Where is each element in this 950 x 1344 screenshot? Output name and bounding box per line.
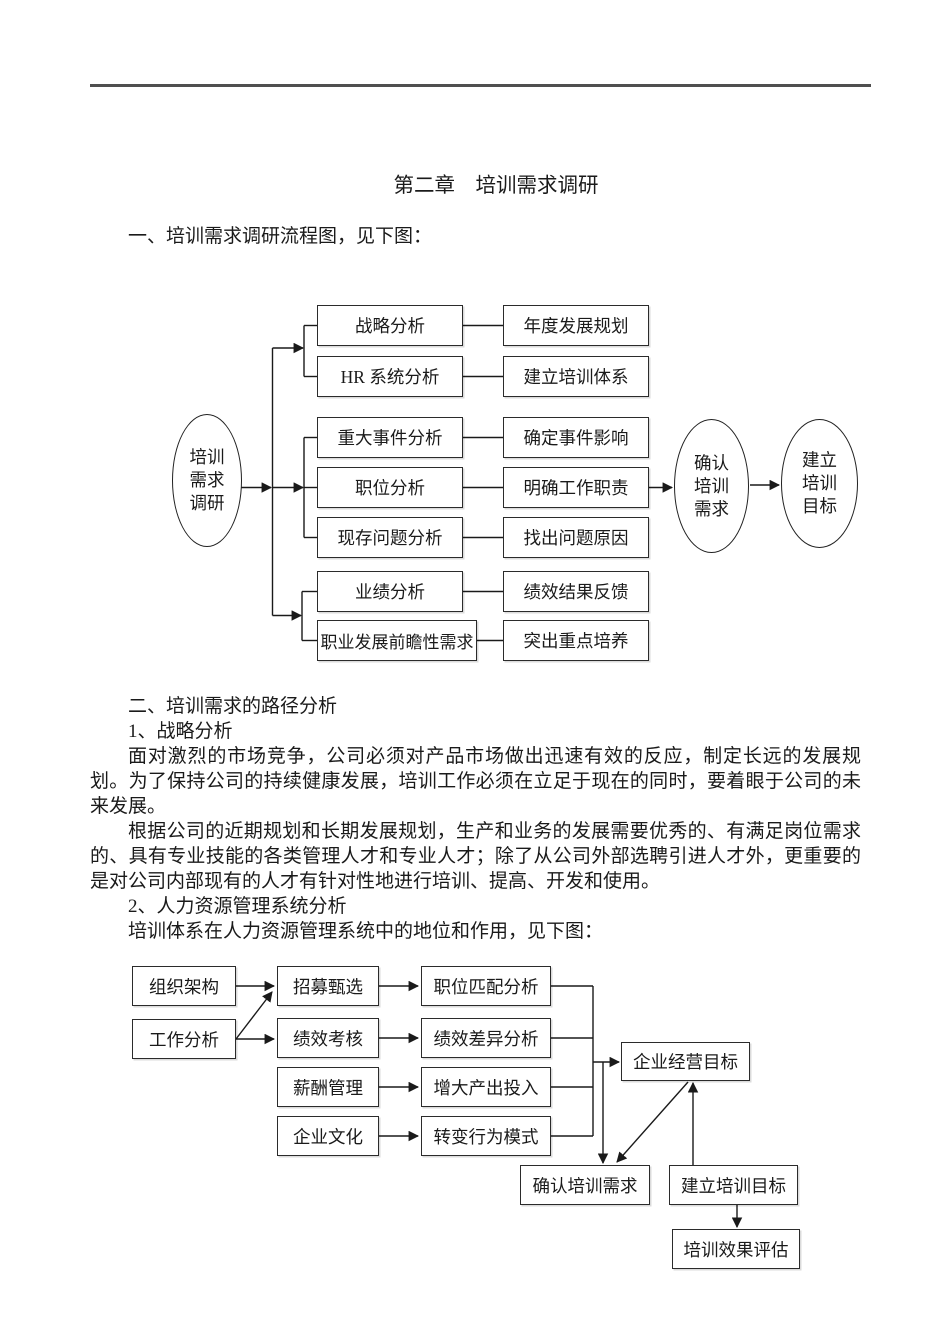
process-box-performance-review: 绩效考核 — [277, 1018, 379, 1058]
ellipse-line: 培训 — [694, 475, 729, 496]
source-ellipse-training-needs-survey: 培训 需求 调研 — [172, 414, 242, 547]
sub2-heading: 2、人力资源管理系统分析 — [128, 896, 347, 917]
section2-heading: 二、培训需求的路径分析 — [128, 696, 338, 717]
outcome-box-position-match: 职位匹配分析 — [421, 966, 551, 1006]
process-box-compensation: 薪酬管理 — [277, 1067, 379, 1107]
ellipse-line: 目标 — [802, 496, 837, 516]
page-title: 第二章 培训需求调研 — [393, 175, 599, 197]
box-set-training-objectives: 建立培训目标 — [669, 1165, 798, 1205]
outcome-ellipse-set-objectives: 建立 培训 目标 — [781, 419, 858, 548]
result-box-training-system: 建立培训体系 — [503, 356, 649, 397]
process-box-recruitment: 招募甄选 — [277, 966, 379, 1006]
ellipse-line: 调研 — [189, 493, 225, 513]
analysis-box-strategy: 战略分析 — [317, 305, 463, 346]
outcome-box-performance-gap: 绩效差异分析 — [421, 1018, 551, 1058]
result-box-performance-feedback: 绩效结果反馈 — [503, 571, 649, 612]
flowchart1-lines — [241, 324, 781, 642]
flowchart2-lines — [235, 980, 743, 1229]
sub1-heading: 1、战略分析 — [128, 721, 233, 742]
ellipse-line: 需求 — [694, 498, 729, 519]
body-text: 二、培训需求的路径分析 1、战略分析 面对激烈的市场竞争，公司必须对产品市场做出… — [90, 694, 861, 944]
result-box-annual-plan: 年度发展规划 — [503, 305, 649, 346]
process-box-corporate-culture: 企业文化 — [277, 1116, 379, 1156]
header-rule — [90, 84, 871, 87]
outcome-box-behavior-change: 转变行为模式 — [421, 1116, 551, 1156]
paragraph-planning: 根据公司的近期规划和长期发展规划，生产和业务的发展需要优秀的、有满足岗位需求的、… — [90, 821, 861, 892]
goal-box-business-objectives: 企业经营目标 — [621, 1042, 750, 1081]
ellipse-line: 培训 — [802, 473, 837, 493]
input-box-job-analysis: 工作分析 — [132, 1019, 236, 1059]
ellipse-line: 培训 — [189, 447, 225, 467]
analysis-box-hr-system: HR 系统分析 — [317, 356, 463, 397]
section1-heading: 一、培训需求调研流程图，见下图： — [128, 226, 433, 247]
analysis-box-position: 职位分析 — [317, 467, 463, 508]
outcome-ellipse-confirm-needs: 确认 培训 需求 — [674, 419, 749, 553]
analysis-box-existing-problems: 现存问题分析 — [317, 517, 463, 558]
analysis-box-performance: 业绩分析 — [317, 571, 463, 612]
box-training-evaluation: 培训效果评估 — [672, 1229, 800, 1269]
analysis-box-major-events: 重大事件分析 — [317, 417, 463, 458]
result-box-key-cultivation: 突出重点培养 — [503, 620, 649, 661]
box-confirm-training-needs: 确认培训需求 — [520, 1165, 650, 1205]
input-box-org-structure: 组织架构 — [132, 966, 236, 1006]
paragraph-strategy: 面对激烈的市场竞争，公司必须对产品市场做出迅速有效的反应，制定长远的发展规划。为… — [90, 746, 861, 817]
result-box-event-impact: 确定事件影响 — [503, 417, 649, 458]
result-box-problem-causes: 找出问题原因 — [503, 517, 649, 558]
analysis-box-career-development: 职业发展前瞻性需求 — [317, 620, 477, 661]
ellipse-line: 确认 — [694, 452, 729, 473]
ellipse-line: 建立 — [802, 450, 837, 470]
chart2-intro: 培训体系在人力资源管理系统中的地位和作用，见下图： — [128, 921, 604, 942]
outcome-box-output-input: 增大产出投入 — [421, 1067, 551, 1107]
ellipse-line: 需求 — [189, 470, 225, 490]
result-box-job-duties: 明确工作职责 — [503, 467, 649, 508]
